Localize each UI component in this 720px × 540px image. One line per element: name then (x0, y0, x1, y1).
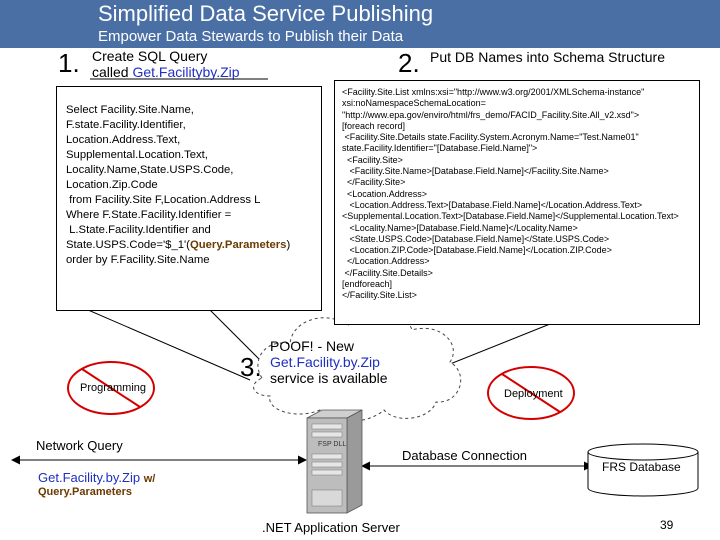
step3-service-name: Get.Facility.by.Zip (270, 354, 380, 370)
slide-subtitle: Empower Data Stewards to Publish their D… (98, 28, 404, 45)
database-connection-arrowhead-left (361, 461, 370, 471)
sql-line-part: State.USPS.Code='$_1'( (66, 239, 190, 251)
frs-database-cylinder (587, 443, 699, 497)
sql-line-part: ) (286, 239, 291, 251)
get-facility-name: Get.Facility.by.Zip (38, 470, 141, 485)
step1-number: 1. (58, 48, 80, 78)
arrow-sql-to-cloud (64, 299, 251, 381)
with-label: w/ (143, 473, 156, 485)
poof-cloud-shape (253, 310, 462, 422)
step1-title-line1: Create SQL Query (92, 48, 208, 64)
deployment-label: Deployment (504, 388, 563, 400)
xml-line: [endforeach] (342, 279, 393, 290)
network-query-arrowhead-left (11, 455, 20, 465)
network-query-label: Network Query (36, 438, 123, 453)
step1-title-prefix: called (92, 64, 133, 80)
xml-line: xsi:noNamespaceSchemaLocation= (342, 98, 486, 109)
step3-announcement: POOF! - New Get.Facility.by.Zip service … (270, 338, 388, 386)
sql-line: Location.Zip.Code (66, 179, 158, 191)
page-number: 39 (660, 518, 674, 532)
deployment-no-sign (487, 366, 575, 420)
xml-line: <Facility.Site.Details state.Facility.Sy… (342, 132, 639, 143)
xml-line: <Location.Address> (342, 188, 428, 199)
step3-number: 3. (240, 352, 262, 382)
xml-schema-text: <Facility.Site.List xmlns:xsi="http://ww… (342, 87, 679, 302)
xml-line: </Facility.Site> (342, 177, 406, 188)
step1-title-line2: called Get.Facilityby.Zip (92, 64, 240, 80)
step3-line3: service is available (270, 370, 388, 386)
sql-line: order by F.Facility.Site.Name (66, 254, 210, 266)
xml-line: state.Facility.Identifier="[Database.Fie… (342, 143, 538, 154)
app-server-label: .NET Application Server (262, 520, 400, 535)
sql-query-box: Select Facility.Site.Name, F.state.Facil… (56, 86, 322, 311)
step3-line1: POOF! - New (270, 338, 355, 354)
xml-line: </Facility.Site.List> (342, 290, 417, 301)
sql-line: State.USPS.Code='$_1'(Query.Parameters) (66, 238, 290, 253)
sql-line: Supplemental.Location.Text, (66, 149, 208, 161)
programming-no-sign (67, 361, 155, 415)
sql-line: Select Facility.Site.Name, (66, 104, 194, 116)
sql-line: Location.Address.Text, (66, 134, 181, 146)
xml-schema-box: <Facility.Site.List xmlns:xsi="http://ww… (334, 80, 700, 325)
server-tower-icon (306, 409, 363, 514)
frs-database-label: FRS Database (602, 460, 681, 474)
sql-line: Locality.Name,State.USPS.Code, (66, 164, 234, 176)
slide-title: Simplified Data Service Publishing (98, 1, 434, 26)
get-facility-request: Get.Facility.by.Zip w/ (38, 470, 155, 485)
xml-line: </Location.Address> (342, 256, 430, 267)
database-connection-label: Database Connection (402, 448, 528, 463)
xml-line: <Facility.Site.Name>[Database.Field.Name… (342, 166, 609, 177)
xml-line: "http://www.epa.gov/enviro/html/frs_demo… (342, 109, 640, 120)
query-parameters-label: Query.Parameters (38, 486, 132, 498)
xml-line: <Facility.Site> (342, 154, 403, 165)
xml-line: <Location.ZIP.Code>[Database.Field.Name]… (342, 245, 612, 256)
step1-query-name: Get.Facilityby.Zip (132, 64, 240, 80)
xml-line: <State.USPS.Code>[Database.Field.Name]</… (342, 233, 610, 244)
step2-title: Put DB Names into Schema Structure (430, 49, 665, 65)
sql-line: F.state.Facility.Identifier, (66, 119, 186, 131)
xml-line: <Facility.Site.List xmlns:xsi="http://ww… (342, 87, 645, 97)
xml-line: <Supplemental.Location.Text>[Database.Fi… (342, 211, 679, 222)
xml-line: <Locality.Name>[Database.Field.Name]</Lo… (342, 222, 578, 233)
title-banner: Simplified Data Service Publishing Empow… (0, 0, 720, 48)
xml-line: [foreach record] (342, 120, 406, 131)
sql-query-text: Select Facility.Site.Name, F.state.Facil… (66, 103, 290, 268)
sql-line: L.State.Facility.Identifier and (66, 224, 211, 236)
sql-line: from Facility.Site F,Location.Address L (66, 194, 261, 206)
sql-line: Where F.State.Facility.Identifier = (66, 209, 232, 221)
sql-query-parameters: Query.Parameters (189, 239, 287, 251)
xml-line: </Facility.Site.Details> (342, 267, 433, 278)
step2-number: 2. (398, 48, 420, 78)
server-badge: FSP DLL (318, 441, 347, 448)
programming-label: Programming (80, 382, 147, 394)
xml-line: <Location.Address.Text>[Database.Field.N… (342, 199, 643, 210)
